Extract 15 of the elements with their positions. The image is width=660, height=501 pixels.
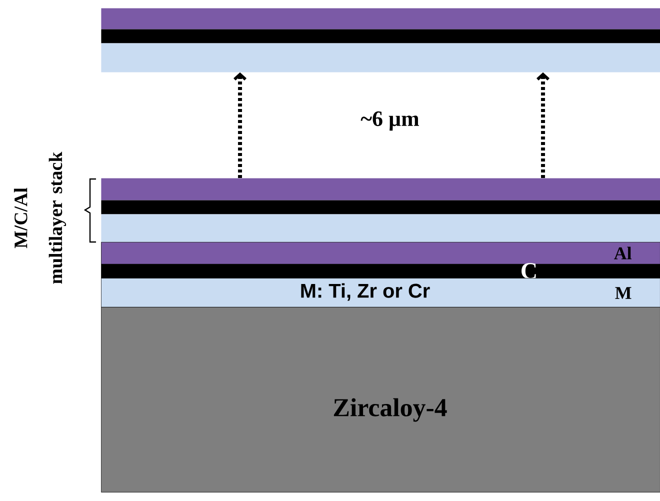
stack-label: M/C/Al multilayer stack (14, 152, 66, 284)
layer-label: C (522, 262, 536, 280)
layer-band (101, 8, 660, 30)
layer-label: M: Ti, Zr or Cr (301, 283, 430, 301)
layer-band (101, 43, 660, 72)
layer-band (101, 29, 660, 44)
layer-label: Al (614, 246, 632, 260)
arrow (536, 72, 550, 178)
layer-label: M (615, 287, 632, 299)
arrow (234, 72, 247, 178)
layer-band (101, 200, 660, 214)
layer-band (101, 214, 660, 242)
thickness-label: ~6 µm (360, 111, 419, 131)
layer-band (101, 178, 660, 200)
substrate-label: Zircaloy-4 (334, 398, 447, 422)
